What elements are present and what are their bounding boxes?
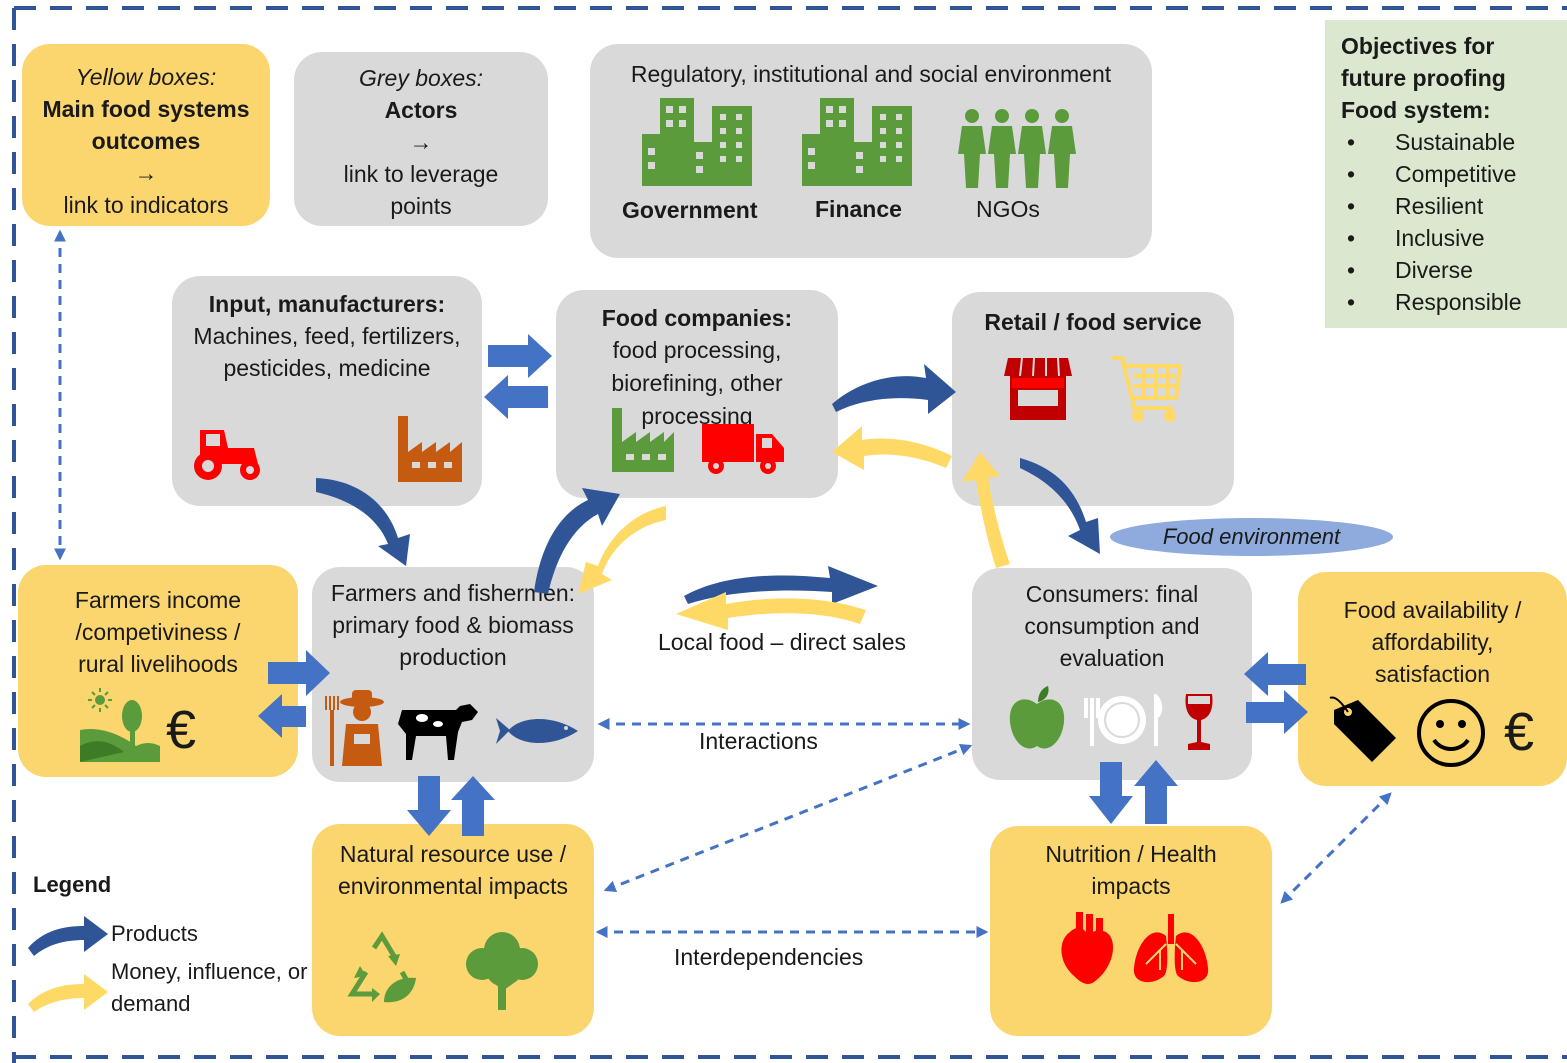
tractor-icon: [194, 430, 260, 480]
farmers-income-text: Farmers income /competiviness / rural li…: [74, 587, 242, 677]
objective-item: •Responsible: [1347, 289, 1522, 315]
yellow-boxes-key: Yellow boxes: Main food systems outcomes…: [22, 44, 270, 226]
factory-icon: [398, 416, 462, 482]
product-arrow-local-food: [684, 566, 878, 604]
recycle-icon: [347, 931, 416, 1003]
people-group-icon: [958, 109, 1076, 188]
fish-icon: [496, 718, 578, 744]
retail-box: Retail / food service: [952, 292, 1234, 506]
objectives-title: Objectives for future proofing Food syst…: [1341, 33, 1506, 123]
local-food-label: Local food – direct sales: [658, 629, 907, 655]
block-arrow-to-consumers: [1244, 652, 1306, 696]
heart-organ-icon: [1061, 912, 1114, 984]
grey-boxes-key: Grey boxes: Actors → link to leverage po…: [294, 52, 548, 226]
tree-icon: [466, 932, 538, 1010]
money-arrow-local-food: [676, 592, 866, 630]
dashed-link-availability-nutrition: [1280, 792, 1392, 904]
lungs-icon: [1133, 914, 1209, 983]
grey-boxes-link: link to leverage points: [343, 161, 499, 219]
euro-icon: €: [1504, 702, 1535, 762]
money-arrow-food-companies-to-farmers: [578, 506, 666, 594]
landscape-icon: [80, 688, 160, 762]
product-arrow-retail-to-consumers: [1020, 458, 1100, 554]
block-arrow-to-input: [484, 375, 548, 419]
shopping-cart-icon: [1112, 356, 1183, 422]
money-arrow-consumers-to-retail: [962, 452, 1010, 568]
arrow-symbol: →: [409, 129, 433, 155]
food-availability-box: Food availability / affordability, satis…: [1298, 572, 1567, 786]
legend-title: Legend: [33, 872, 112, 897]
ngos-label: NGOs: [976, 196, 1040, 222]
food-environment-label: Food environment: [1162, 524, 1341, 549]
block-arrow-to-nutrition: [1089, 762, 1133, 824]
interdependencies-label: Interdependencies: [674, 944, 864, 970]
block-arrow-to-natural-resource: [407, 776, 451, 836]
finance-label: Finance: [815, 196, 902, 222]
plate-cutlery-icon: [1084, 694, 1163, 746]
food-companies-box: Food companies: food processing, biorefi…: [556, 290, 838, 498]
dashed-connectors: [54, 229, 1392, 938]
smiley-face-icon: [1417, 699, 1485, 767]
objective-item: •Resilient: [1347, 193, 1484, 219]
government-label: Government: [622, 197, 758, 223]
block-arrow-to-food-availability: [1246, 690, 1308, 734]
consumers-text: Consumers: final consumption and evaluat…: [1024, 581, 1200, 671]
objective-item: •Diverse: [1347, 257, 1473, 283]
block-arrow-to-farmers-up: [451, 776, 495, 836]
farmer-icon: [325, 690, 384, 766]
euro-icon: €: [166, 700, 197, 760]
legend-products-label: Products: [111, 921, 198, 946]
nutrition-text: Nutrition / Health impacts: [1045, 841, 1217, 899]
block-arrow-to-food-companies: [488, 334, 552, 378]
grey-boxes-title: Grey boxes:: [359, 65, 483, 91]
input-title: Input, manufacturers:: [208, 291, 446, 317]
block-arrow-to-farmers: [268, 650, 330, 696]
yellow-boxes-title: Yellow boxes:: [75, 64, 217, 90]
objective-item: •Sustainable: [1347, 129, 1516, 155]
store-icon: [1004, 357, 1072, 420]
natural-resource-box: Natural resource use / environmental imp…: [312, 824, 594, 1036]
farmers-income-box: Farmers income /competiviness / rural li…: [18, 565, 298, 777]
legend-money-arrow: [28, 974, 108, 1012]
food-environment-ellipse: Food environment: [1110, 518, 1393, 556]
block-arrow-to-farmers-income: [258, 694, 306, 738]
objectives-box: Objectives for future proofing Food syst…: [1325, 20, 1567, 328]
objective-item: •Competitive: [1347, 161, 1517, 187]
finance-building-icon: [802, 98, 912, 186]
food-availability-text: Food availability / affordability, satis…: [1343, 597, 1522, 687]
natural-resource-text: Natural resource use / environmental imp…: [337, 841, 569, 899]
block-arrow-to-consumers-up: [1134, 760, 1178, 824]
dashed-link-consumers-environment: [603, 743, 973, 893]
apple-icon: [1009, 686, 1065, 749]
money-arrows: [578, 426, 1010, 630]
product-arrows: [316, 364, 1100, 604]
arrow-symbol: →: [134, 160, 158, 186]
farmers-fishermen-text: Farmers and fishermen: primary food & bi…: [330, 580, 576, 670]
wine-glass-icon: [1185, 694, 1213, 750]
yellow-boxes-link: link to indicators: [63, 192, 229, 218]
price-tag-icon: [1329, 696, 1396, 762]
retail-title: Retail / food service: [984, 309, 1202, 335]
product-arrow-input-to-farmers: [316, 478, 410, 566]
objective-item: •Inclusive: [1347, 225, 1485, 251]
grey-boxes-meaning: Actors: [384, 97, 458, 123]
truck-icon: [702, 424, 784, 474]
block-arrows: [258, 334, 1308, 836]
factory-icon: [612, 408, 674, 472]
product-arrow-farmers-to-food-companies: [534, 488, 620, 594]
input-text: Machines, feed, fertilizers, pesticides,…: [193, 323, 461, 381]
money-arrow-retail-to-food-companies: [832, 426, 952, 470]
nutrition-box: Nutrition / Health impacts: [990, 826, 1272, 1036]
objectives-list: •Sustainable •Competitive •Resilient •In…: [1341, 126, 1567, 318]
government-building-icon: [642, 98, 752, 186]
yellow-boxes-meaning: Main food systems outcomes: [42, 96, 250, 154]
legend-products-arrow: [28, 916, 108, 956]
regulatory-title: Regulatory, institutional and social env…: [630, 61, 1112, 87]
legend-money-label: Money, influence, or demand: [111, 959, 308, 1016]
food-companies-title: Food companies:: [601, 305, 793, 331]
product-arrow-food-companies-to-retail: [832, 364, 956, 414]
cow-icon: [398, 704, 478, 760]
